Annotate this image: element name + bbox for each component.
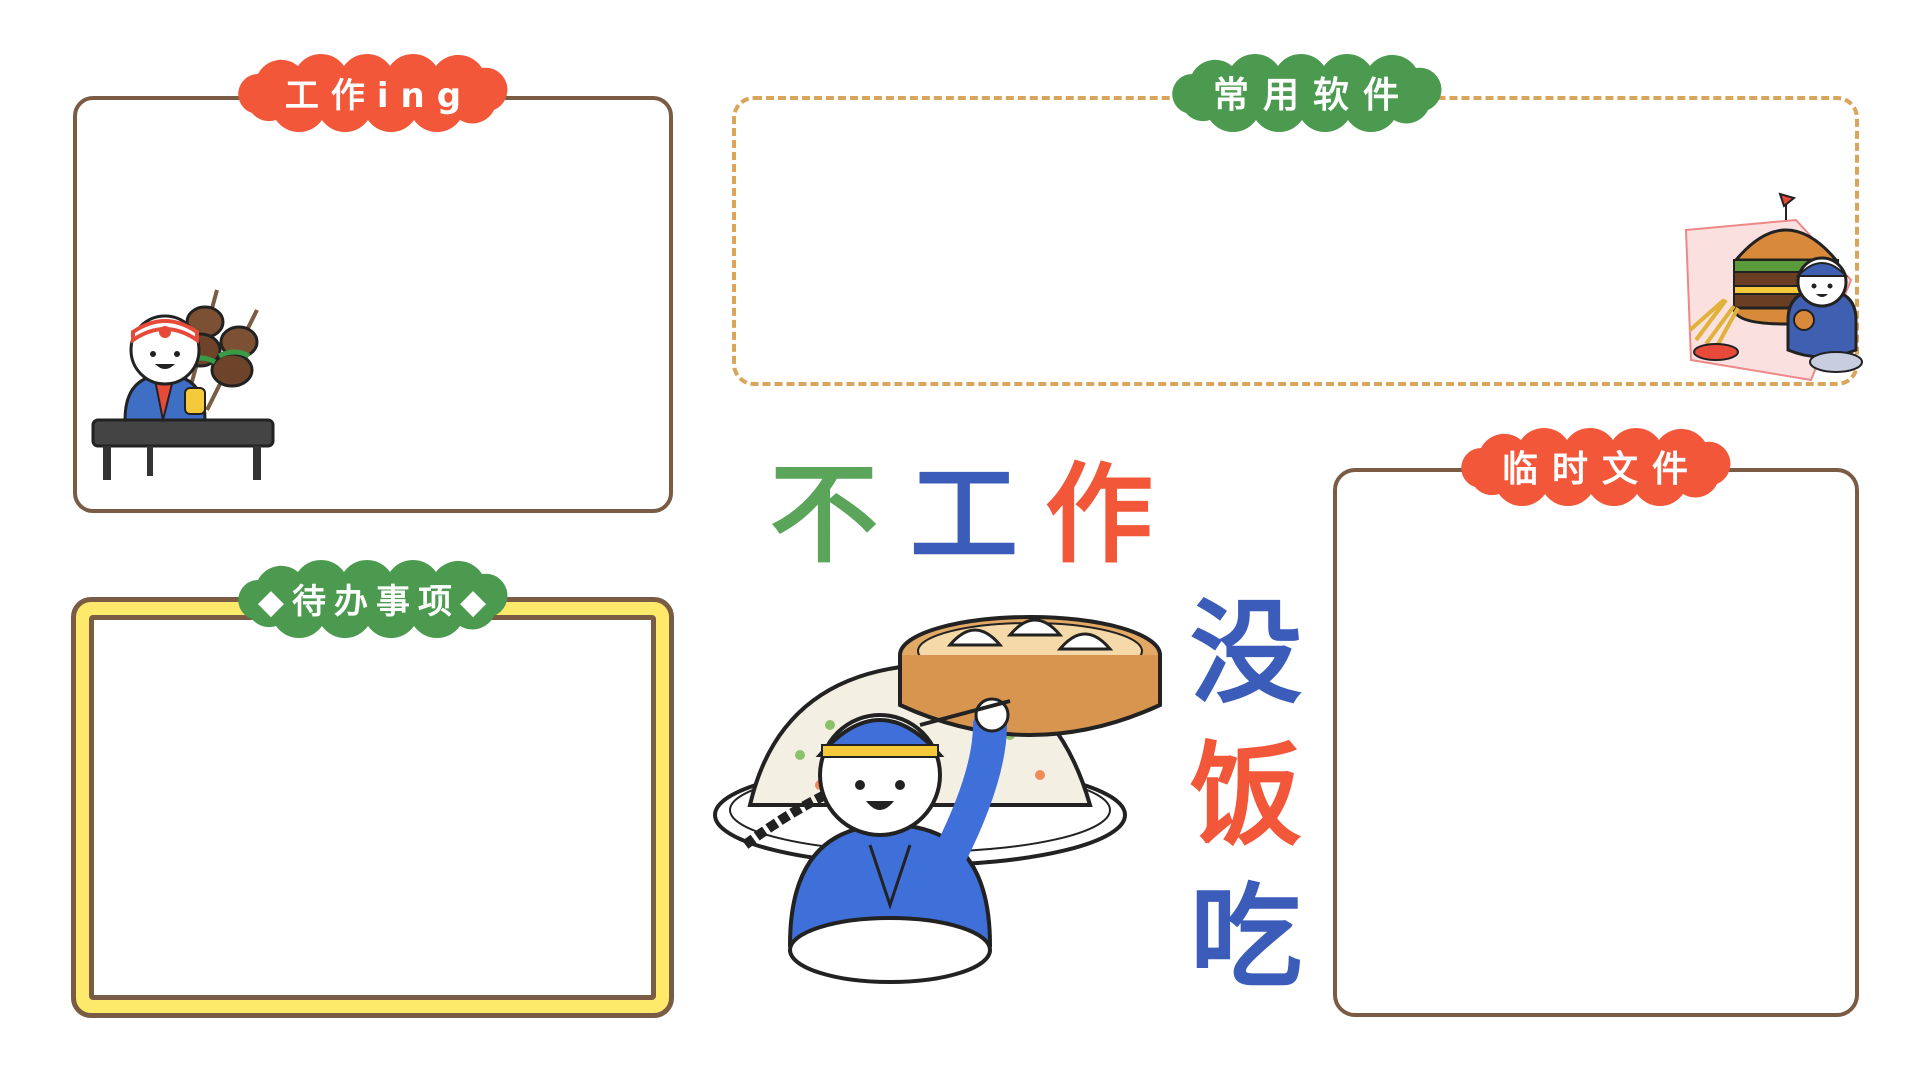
slogan-char-4: 没: [1190, 589, 1302, 719]
slogan-char-1: 不: [770, 453, 879, 578]
todo-panel-inner[interactable]: [89, 615, 656, 1000]
software-title: 常用软件: [1212, 75, 1413, 116]
software-title-badge: 常用软件: [1166, 53, 1446, 133]
kebab-vendor-icon: [91, 289, 275, 480]
work-panel[interactable]: [73, 96, 673, 513]
todo-title: ◆待办事项◆: [257, 581, 495, 622]
slogan-char-3: 作: [1045, 453, 1154, 578]
temp-files-panel[interactable]: [1333, 468, 1859, 1017]
work-title-badge: 工作ing: [232, 53, 512, 133]
dumpling-eater-icon: [713, 615, 1162, 984]
work-title: 工作ing: [284, 75, 474, 116]
slogan-char-2: 工: [910, 453, 1019, 578]
software-panel[interactable]: [732, 96, 1863, 386]
burger-eater-icon: [1684, 192, 1863, 382]
todo-panel[interactable]: [71, 597, 674, 1018]
slogan-char-5: 饭: [1190, 731, 1302, 861]
temp-files-title-badge: 临时文件: [1455, 427, 1735, 507]
temp-files-title: 临时文件: [1501, 449, 1702, 490]
todo-title-badge: ◆待办事项◆: [232, 559, 512, 639]
slogan-char-6: 吃: [1190, 873, 1302, 1003]
